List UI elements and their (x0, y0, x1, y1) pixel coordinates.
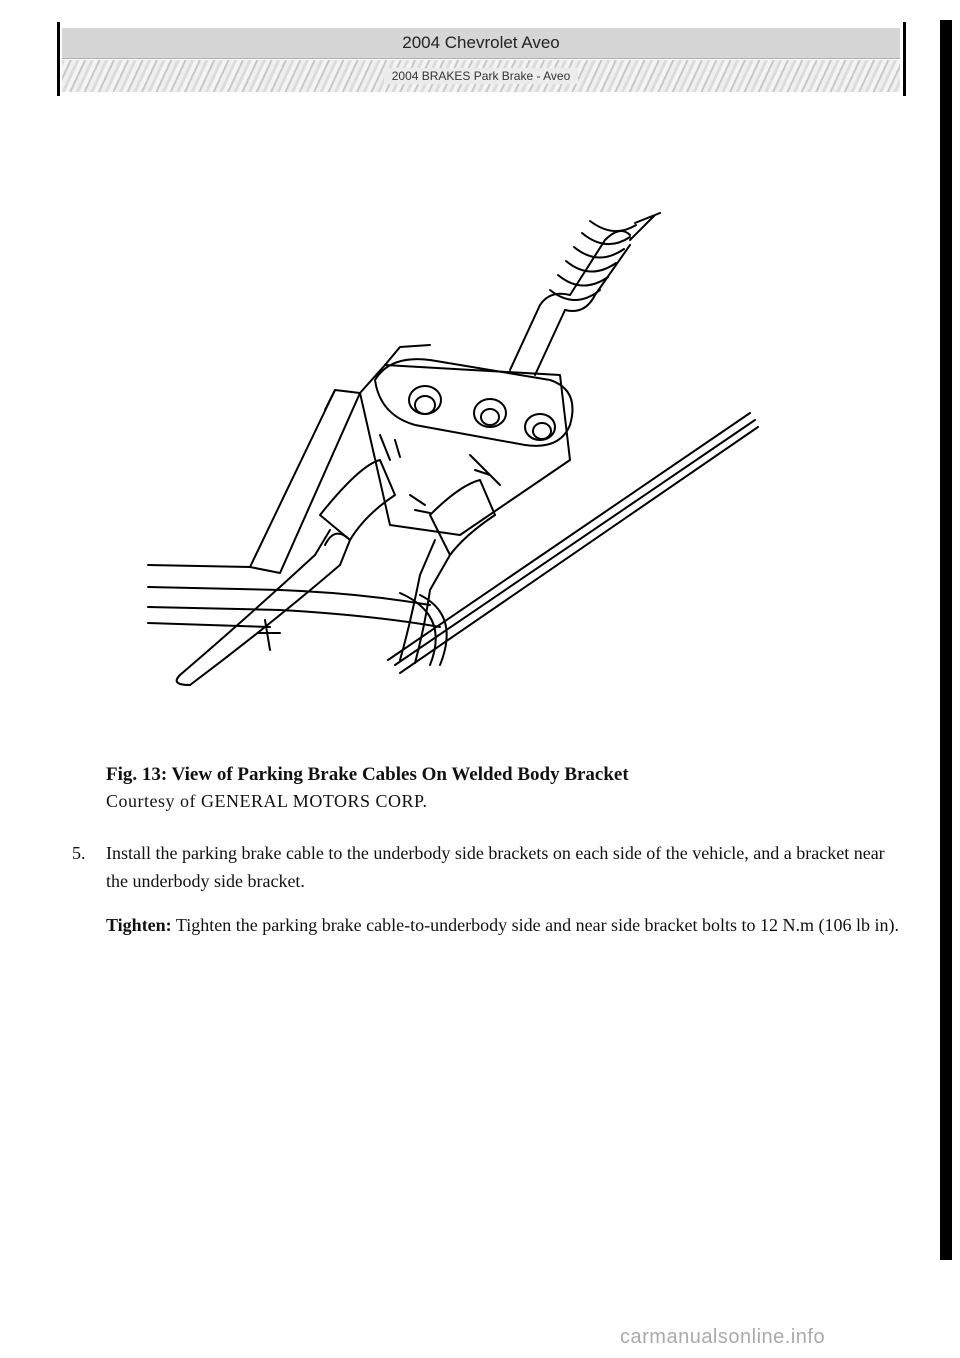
figure-credit: Courtesy of GENERAL MOTORS CORP. (106, 791, 428, 811)
tighten-text: Tighten the parking brake cable-to-under… (171, 915, 900, 935)
tighten-instruction: Tighten: Tighten the parking brake cable… (106, 911, 906, 939)
parking-brake-bracket-illustration (147, 212, 759, 686)
document-title: 2004 Chevrolet Aveo (62, 28, 900, 59)
watermark: carmanualsonline.info (620, 1326, 826, 1348)
tighten-label: Tighten: (106, 915, 172, 935)
step-text: Install the parking brake cable to the u… (106, 843, 885, 891)
header-frame-left (57, 22, 60, 96)
document-subtitle: 2004 BRAKES Park Brake - Aveo (62, 60, 900, 92)
figure-caption: Fig. 13: View of Parking Brake Cables On… (106, 764, 629, 785)
header-frame-right (903, 22, 906, 96)
step-number: 5. (72, 843, 86, 863)
page-edge-rule (940, 20, 952, 1260)
document-subtitle-text: 2004 BRAKES Park Brake - Aveo (383, 68, 579, 84)
